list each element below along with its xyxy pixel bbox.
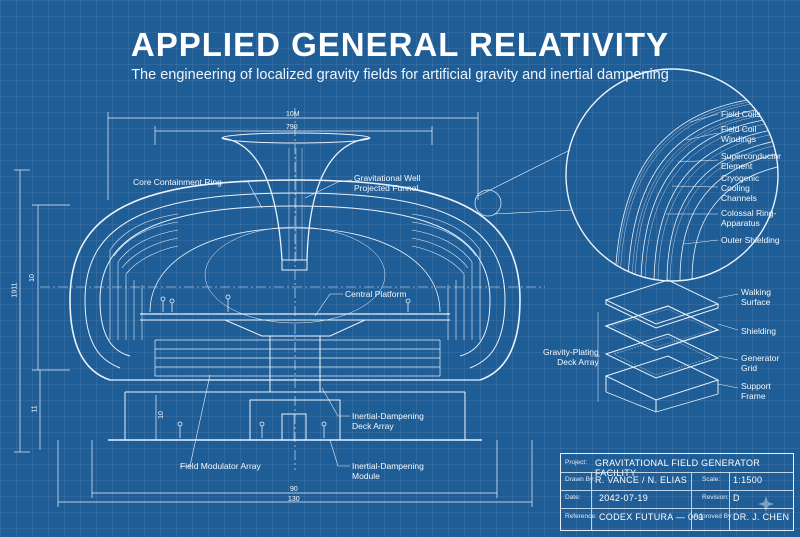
deck-array [154, 339, 441, 377]
tb-reference: CODEX FUTURA — 001 [599, 512, 704, 522]
title-block: Project: GRAVITATIONAL FIELD GENERATOR F… [560, 453, 794, 531]
tb-scale: 1:1500 [733, 475, 763, 485]
dim-left-low: 11 [31, 405, 39, 413]
dim-left-tall: 1911 [11, 282, 19, 298]
label-damp-module: Inertial-Dampening Module [352, 461, 424, 481]
tb-reference-key: Reference: [565, 513, 597, 520]
label-central-platform: Central Platform [345, 289, 407, 299]
tb-date-key: Date: [565, 494, 581, 501]
gravitational-funnel [221, 132, 371, 271]
tb-project-key: Project: [565, 459, 588, 466]
tb-revision-key: Revision: [702, 494, 729, 501]
right-coil-bundle [411, 213, 481, 340]
star-mark [758, 496, 774, 512]
label-core-ring: Core Containment Ring [133, 177, 222, 187]
base-structure [108, 379, 482, 441]
layer-support-frame: Support Frame [741, 381, 771, 401]
scale-figures [160, 294, 411, 438]
detail-superconductor: Superconductor Element [721, 151, 782, 171]
dim-top-inner: 790 [286, 124, 298, 131]
dimension-lines [14, 112, 533, 507]
detail-outer-shielding: Outer Shielding [721, 235, 780, 245]
containment-ring-outline [69, 179, 521, 381]
dim-inner-small: 10 [157, 411, 165, 419]
dim-bottom-outer: 130 [288, 496, 300, 503]
tb-date: 2042-07-19 [599, 493, 649, 503]
dim-left-mid: 10 [28, 274, 36, 282]
layer-walking-surface: Walking Surface [741, 287, 771, 307]
dim-top-outer: 10M [286, 111, 300, 118]
detail-coil-windings: Field Coil Windings [721, 124, 757, 144]
dim-bottom-inner: 90 [290, 486, 298, 493]
label-damp-deck: Inertial-Dampening Deck Array [352, 411, 424, 431]
left-coil-bundle [109, 213, 179, 340]
page-title: APPLIED GENERAL RELATIVITY [130, 26, 670, 63]
tb-approved: DR. J. CHEN [733, 512, 790, 522]
detail-field-coils: Field Coils [721, 109, 761, 119]
tb-project: GRAVITATIONAL FIELD GENERATOR FACILITY [595, 458, 761, 478]
layer-shielding: Shielding [741, 326, 776, 336]
label-field-mod: Field Modulator Array [180, 461, 261, 471]
page-subtitle: The engineering of localized gravity fie… [131, 67, 669, 83]
label-grav-well: Gravitational Well Projected Funnel [354, 173, 421, 193]
tb-revision: D [733, 493, 740, 503]
label-grav-plating: Gravity-Plating Deck Array [543, 347, 599, 367]
tb-approved-key: Approved By: [694, 513, 734, 520]
tb-drawn: R. VANCE / N. ELIAS [595, 475, 688, 485]
detail-zoom-circle [565, 68, 779, 282]
detail-ring-apparatus: Colossal Ring- Apparatus [721, 208, 777, 228]
exploded-deck-layers [590, 279, 739, 413]
tb-scale-key: Scale: [702, 476, 721, 483]
central-platform-shape [140, 313, 450, 392]
leader-lines [180, 149, 573, 467]
tb-drawn-key: Drawn By: [565, 476, 595, 483]
layer-generator-grid: Generator Grid [741, 353, 780, 373]
detail-cryogenic: Cryogenic Cooling Channels [721, 173, 760, 203]
